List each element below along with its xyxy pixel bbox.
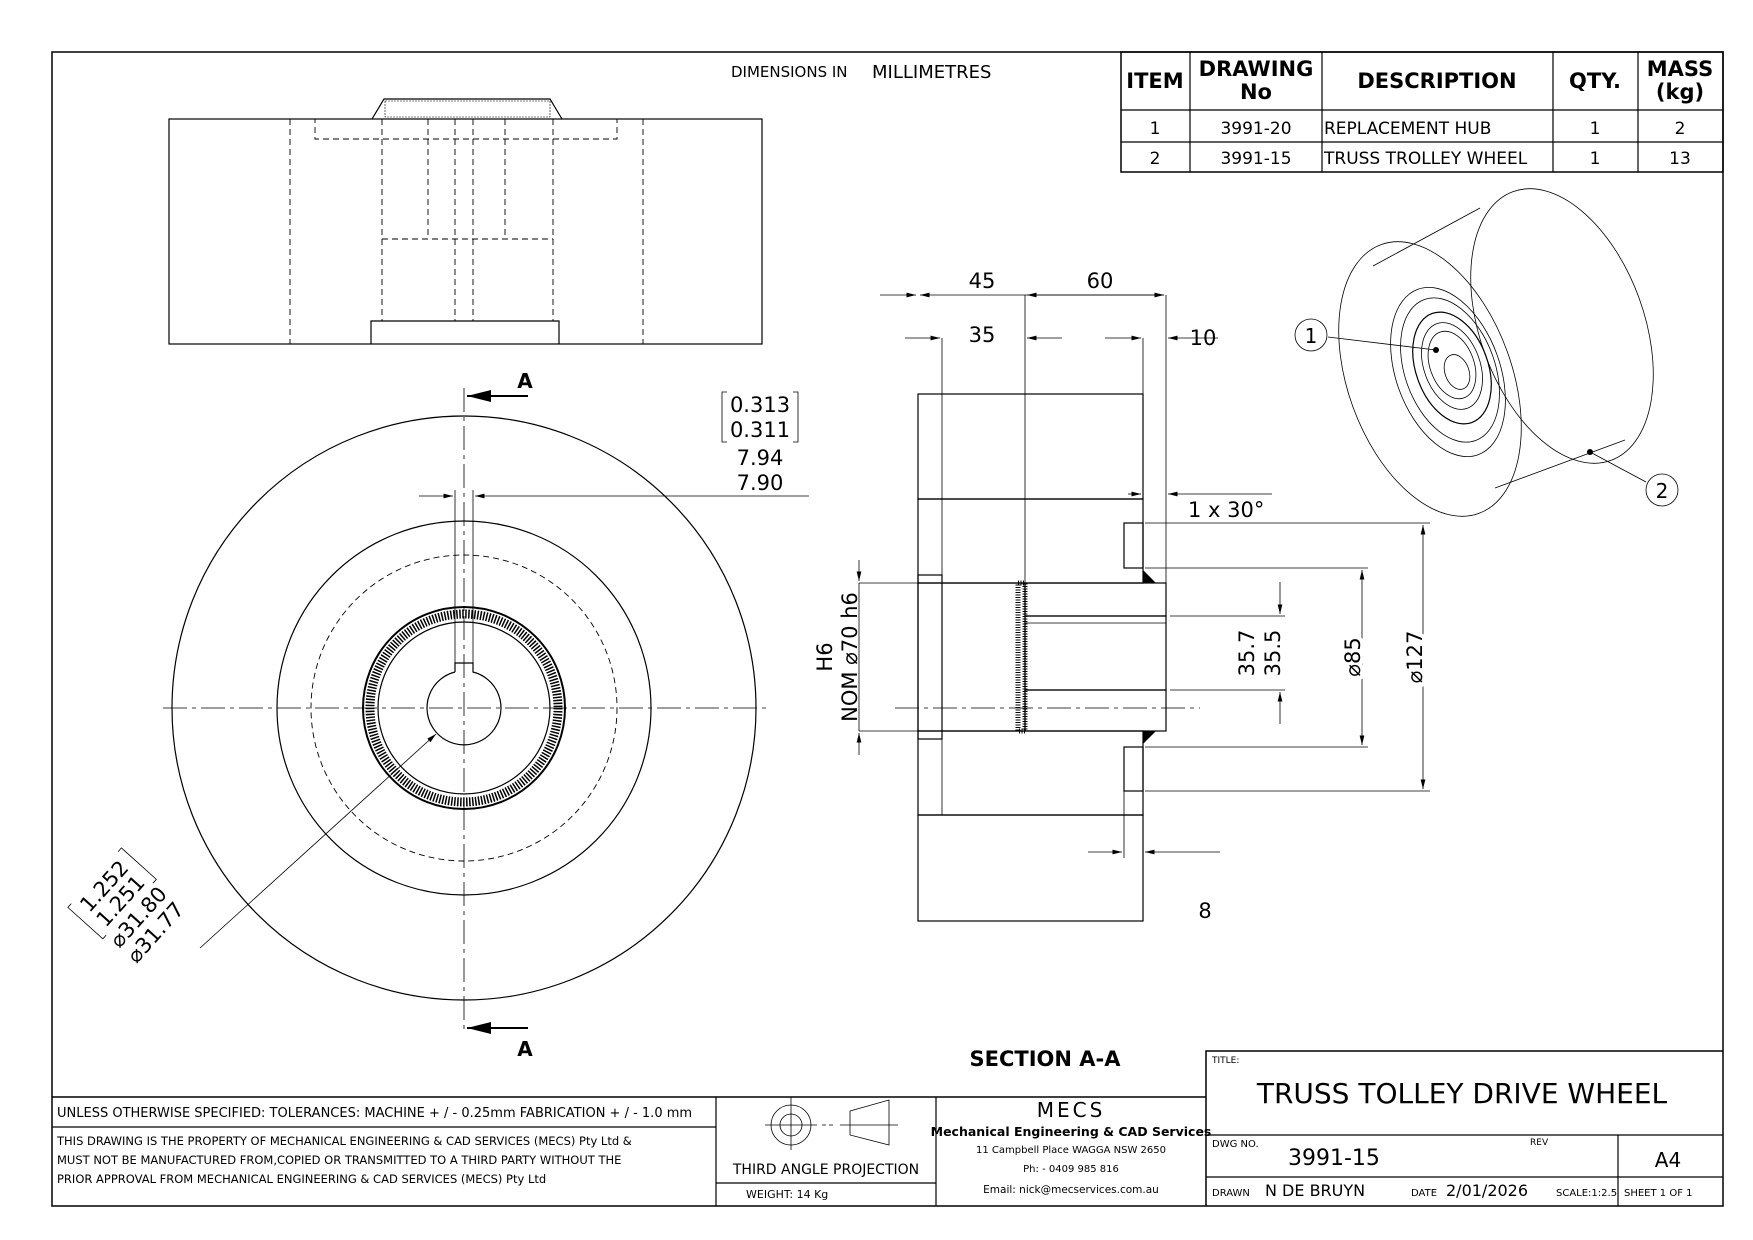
bom-header-drawing: DRAWING: [1199, 57, 1314, 81]
dimensions-label: DIMENSIONS IN: [731, 63, 848, 81]
dim-dia-127: ⌀127: [1403, 631, 1427, 684]
dwg-no-label: DWG NO.: [1212, 1139, 1259, 1150]
keyway-lower: 7.90: [737, 471, 784, 495]
balloon-1: [1294, 318, 1328, 352]
bom-row: 1 3991-20 REPLACEMENT HUB 1 2: [1150, 119, 1686, 139]
dim-chamfer: 1 x 30°: [1188, 498, 1264, 522]
bom-header-description: DESCRIPTION: [1357, 69, 1516, 93]
rev-label: REV: [1530, 1138, 1549, 1148]
balloon-1-label: 1: [1305, 324, 1318, 348]
keyway-upper: 7.94: [737, 446, 784, 470]
tolerance-note: UNLESS OTHERWISE SPECIFIED: TOLERANCES: …: [57, 1106, 692, 1121]
property-note-line: MUST NOT BE MANUFACTURED FROM,COPIED OR …: [57, 1153, 621, 1167]
bom-cell-drawing-no: 3991-20: [1220, 119, 1291, 139]
bom-cell-qty: 1: [1590, 149, 1601, 169]
bom-header-kg: (kg): [1656, 80, 1704, 104]
front-view: A A 0.313 0.311 7.94 7.90 1.252 1.251 ⌀3…: [67, 369, 809, 1061]
balloon-2-label: 2: [1656, 479, 1669, 503]
bom-header-row: ITEM DRAWING No DESCRIPTION QTY. MASS (k…: [1126, 57, 1713, 104]
bom-cell-description: TRUSS TROLLEY WHEEL: [1323, 149, 1528, 169]
sheet-size: A4: [1655, 1148, 1681, 1172]
dim-hub-upper: 35.7: [1235, 630, 1259, 677]
dim-10: 10: [1190, 326, 1217, 350]
drawn-label: DRAWN: [1212, 1188, 1250, 1199]
bom-header-qty: QTY.: [1569, 69, 1621, 93]
section-view: 45 60 35 10 1 x 30° 8 H6 NOM ⌀70 h6: [813, 269, 1431, 1071]
bom-cell-description: REPLACEMENT HUB: [1324, 119, 1491, 139]
company-phone: Ph: - 0409 985 816: [1023, 1164, 1119, 1175]
balloon-2: [1645, 473, 1679, 507]
dimensions-unit: MILLIMETRES: [872, 62, 991, 83]
bore-dimension: 1.252 1.251 ⌀31.80 ⌀31.77: [67, 847, 189, 968]
dim-8: 8: [1198, 899, 1211, 923]
bom-cell-mass: 2: [1675, 119, 1686, 139]
dim-dia-85: ⌀85: [1341, 637, 1365, 676]
bom-cell-item: 1: [1150, 119, 1161, 139]
drawn-by: N DE BRUYN: [1265, 1181, 1365, 1200]
sheet-border: [51, 51, 1724, 1207]
drawing-title: TRUSS TOLLEY DRIVE WHEEL: [1256, 1077, 1668, 1110]
company-address: 11 Campbell Place WAGGA NSW 2650: [976, 1145, 1166, 1156]
bom-header-mass: MASS: [1647, 57, 1713, 81]
section-arrow-label-bottom: A: [517, 1037, 533, 1061]
bom-header-no: No: [1240, 80, 1272, 104]
bom-cell-drawing-no: 3991-15: [1220, 149, 1291, 169]
section-title: SECTION A-A: [970, 1047, 1122, 1071]
dim-45: 45: [969, 269, 996, 293]
bom-row: 2 3991-15 TRUSS TROLLEY WHEEL 1 13: [1150, 149, 1691, 169]
dim-fit-h6: H6: [813, 642, 837, 671]
bom-cell-item: 2: [1150, 149, 1161, 169]
projection-label: THIRD ANGLE PROJECTION: [732, 1162, 919, 1178]
bom-cell-qty: 1: [1590, 119, 1601, 139]
weight-label: WEIGHT: 14 Kg: [746, 1188, 828, 1201]
section-arrow-label-top: A: [517, 369, 533, 393]
isometric-view: 1 2: [1294, 188, 1679, 517]
sheet-number: SHEET 1 OF 1: [1624, 1188, 1693, 1199]
dim-hub-lower: 35.5: [1261, 630, 1285, 677]
bom-cell-mass: 13: [1669, 149, 1691, 169]
units-note: DIMENSIONS IN MILLIMETRES: [731, 62, 991, 83]
property-note-line: THIS DRAWING IS THE PROPERTY OF MECHANIC…: [56, 1134, 632, 1148]
dim-35: 35: [969, 323, 996, 347]
company-email: Email: nick@mecservices.com.au: [983, 1184, 1159, 1196]
dwg-no: 3991-15: [1288, 1146, 1380, 1171]
bom-header-item: ITEM: [1126, 69, 1183, 93]
third-angle-projection-icon: [765, 1097, 898, 1150]
company-name: Mechanical Engineering & CAD Services: [931, 1124, 1212, 1139]
keyway-dimension: 0.313 0.311 7.94 7.90: [721, 391, 799, 495]
keyway-tol-lower: 0.311: [730, 418, 790, 442]
bore-with-keyway: [426, 662, 502, 746]
top-view: [168, 98, 763, 345]
company-logo: MECS: [1037, 1098, 1106, 1122]
section-dimensions: 45 60 35 10 1 x 30° 8 H6 NOM ⌀70 h6: [813, 269, 1431, 923]
title-label: TITLE:: [1211, 1056, 1239, 1066]
dim-60: 60: [1087, 269, 1114, 293]
scale-value: SCALE:1:2.5: [1556, 1188, 1617, 1199]
date-value: 2/01/2026: [1446, 1181, 1528, 1200]
date-label: DATE: [1411, 1188, 1437, 1199]
keyway-tol-upper: 0.313: [730, 393, 790, 417]
property-note-line: PRIOR APPROVAL FROM MECHANICAL ENGINEERI…: [57, 1172, 546, 1186]
dim-nom-70: NOM ⌀70 h6: [838, 592, 862, 722]
title-block: UNLESS OTHERWISE SPECIFIED: TOLERANCES: …: [52, 1050, 1723, 1206]
bom-table: ITEM DRAWING No DESCRIPTION QTY. MASS (k…: [1120, 51, 1724, 173]
